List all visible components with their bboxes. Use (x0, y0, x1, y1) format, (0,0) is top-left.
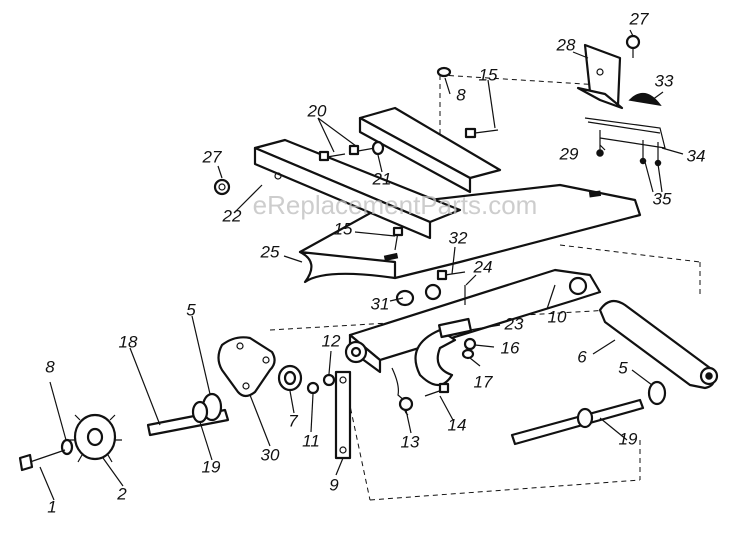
callout-7: 7 (288, 411, 298, 430)
callout-16: 16 (501, 338, 520, 357)
callout-24: 24 (473, 257, 493, 276)
bushing-part-31 (395, 283, 442, 307)
callout-27-top: 27 (629, 9, 649, 28)
callout-34: 34 (687, 146, 706, 165)
bolt-part-32 (436, 269, 466, 281)
nut-part-12 (322, 373, 336, 387)
washer-part-8-top (436, 66, 452, 78)
callout-17: 17 (474, 372, 493, 391)
callout-35: 35 (653, 189, 672, 208)
leader-lines (39, 29, 684, 501)
callout-21: 21 (372, 169, 392, 188)
callout-31: 31 (371, 294, 390, 313)
main-frame-part-25 (253, 106, 642, 284)
washer-part-21 (371, 140, 385, 156)
callout-30: 30 (261, 445, 280, 464)
callout-9: 9 (329, 475, 339, 494)
spring-clip-part-34 (584, 117, 666, 149)
callout-2: 2 (116, 484, 127, 503)
screws-part-35 (639, 140, 662, 167)
callout-numbers: 27 28 15 8 33 29 34 35 20 21 27 22 15 25… (45, 9, 705, 516)
bracket-part-28 (576, 43, 624, 110)
callout-8-front: 8 (45, 357, 55, 376)
callout-5-left: 5 (186, 300, 196, 319)
callout-19-right: 19 (619, 429, 638, 448)
nut-part-27-top (625, 34, 641, 58)
callout-14: 14 (448, 415, 467, 434)
callout-33: 33 (655, 71, 674, 90)
bushing-part-19-left (191, 400, 209, 424)
callout-1: 1 (47, 497, 56, 516)
spring-part-13 (391, 367, 414, 416)
lower-arm-part-10 (344, 268, 602, 374)
bearing-part-7 (277, 364, 303, 392)
watermark: eReplacementParts.com (253, 190, 538, 220)
nut-part-16 (463, 337, 477, 351)
bolt-part-15-mid (392, 226, 404, 251)
callout-25: 25 (260, 242, 280, 261)
callout-32: 32 (449, 228, 468, 247)
bolt-part-29 (596, 130, 604, 157)
callout-10: 10 (548, 307, 567, 326)
link-plate-part-6 (598, 299, 719, 390)
nut-part-27-left (213, 178, 231, 196)
bolts-part-20 (318, 144, 376, 162)
callout-22: 22 (222, 206, 242, 225)
bolt-part-1 (18, 449, 66, 472)
callout-27-left: 27 (202, 147, 222, 166)
hinge-part-33 (628, 92, 662, 107)
bolt-part-14 (424, 382, 450, 397)
callout-19-left: 19 (202, 457, 221, 476)
flange-plate-part-30 (217, 336, 276, 398)
callout-13: 13 (401, 432, 420, 451)
callout-8-top: 8 (456, 85, 466, 104)
pinion-gear-part-2 (68, 413, 122, 463)
callout-15-top: 15 (479, 65, 498, 84)
callout-6: 6 (577, 347, 587, 366)
washer-part-17 (461, 348, 475, 360)
callout-20: 20 (307, 101, 327, 120)
lever-part-9 (334, 370, 352, 460)
callout-11: 11 (302, 431, 320, 450)
bolt-part-11 (306, 381, 320, 395)
callout-23: 23 (504, 314, 524, 333)
callout-28: 28 (556, 35, 576, 54)
collar-part-5-right (647, 380, 667, 406)
callout-15-mid: 15 (334, 219, 353, 238)
callout-12: 12 (322, 331, 341, 350)
callout-18: 18 (119, 332, 138, 351)
callout-5-right: 5 (618, 358, 628, 377)
washer-part-8-front (60, 438, 74, 456)
callout-29: 29 (559, 144, 579, 163)
bolt-part-15-top (464, 127, 499, 139)
shaft-part-19-right (510, 398, 645, 446)
